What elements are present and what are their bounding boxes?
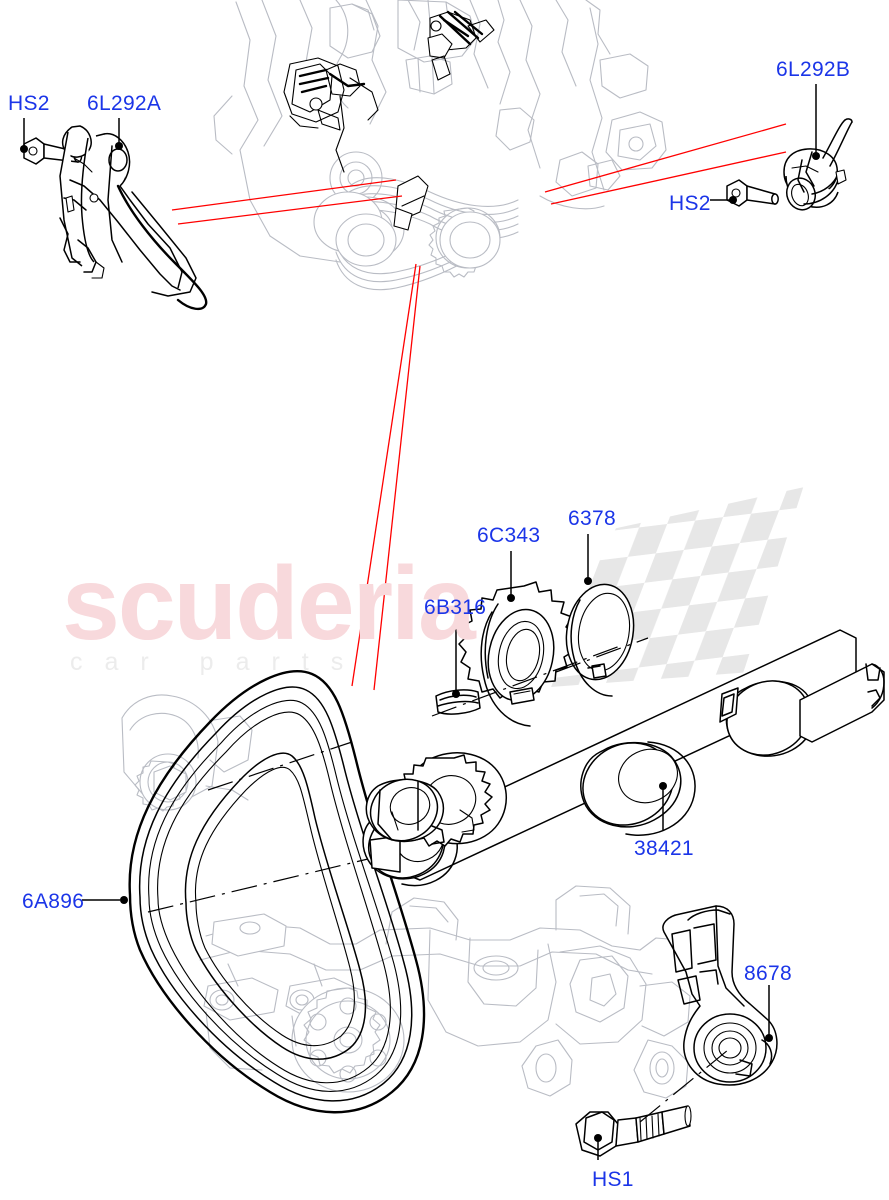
- idler-stud-detail: [393, 175, 429, 231]
- callout-label-hs1[interactable]: HS1: [592, 1168, 634, 1191]
- idler-sprocket-ghost: [291, 987, 405, 1093]
- upper-sensor-bracket: [427, 10, 495, 81]
- woodruff-key-6b316-part: [435, 689, 481, 715]
- callout-label-6l292a[interactable]: 6L292A: [87, 92, 162, 115]
- shaft-drive-sprocket: [365, 752, 507, 847]
- callout-label-8678[interactable]: 8678: [744, 962, 792, 985]
- callout-leaders: [20, 84, 820, 1160]
- belt-centerline: [147, 857, 373, 913]
- callout-label-6l292b[interactable]: 6L292B: [776, 58, 851, 81]
- lower-engine-ghost-illustration: [121, 694, 695, 1099]
- callout-label-hs2-left[interactable]: HS2: [8, 92, 50, 115]
- shaft-centerline-upper: [431, 645, 621, 717]
- callout-label-hs2-right[interactable]: HS2: [669, 192, 711, 215]
- belt-guide-right-part: [726, 118, 853, 211]
- callout-label-6378[interactable]: 6378: [568, 507, 616, 530]
- sprocket-6c343-part: [458, 581, 576, 727]
- thrust-washer-6378-part: [565, 583, 635, 697]
- shaft-centerline-washer: [555, 637, 649, 673]
- tensioner-arm-8678-part: [662, 905, 778, 1086]
- callout-label-6c343[interactable]: 6C343: [477, 524, 541, 547]
- tensioner-centerline: [639, 1049, 729, 1123]
- callout-label-38421[interactable]: 38421: [634, 837, 694, 860]
- belt-guide-left-part: [23, 125, 208, 311]
- callout-label-6b316[interactable]: 6B316: [424, 596, 487, 619]
- red-callout-leader-lines: [171, 123, 787, 691]
- left-accessory-bracket: [283, 57, 345, 131]
- callout-label-6a896[interactable]: 6A896: [22, 890, 85, 913]
- harmonic-balancer-ghost: [335, 213, 397, 267]
- bolt-hs1-part: [575, 1105, 692, 1157]
- lower-drive-sprocket-ghost: [439, 211, 501, 269]
- engine-front-ghost-illustration: [213, 0, 667, 291]
- belt-centerline-2: [207, 741, 353, 791]
- timing-belt-part: [128, 670, 426, 1114]
